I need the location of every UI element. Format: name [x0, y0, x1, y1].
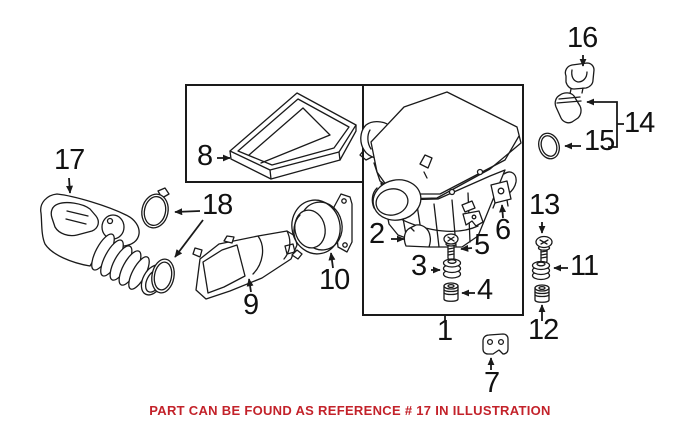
part-label-7: 7 — [484, 367, 500, 399]
part-4-rubber-bushing — [443, 282, 459, 302]
part-label-13: 13 — [529, 189, 560, 221]
part-12-rubber-bushing — [534, 284, 550, 303]
part-6-bracket — [490, 171, 517, 209]
part-label-16: 16 — [567, 22, 598, 54]
part-16-sensor — [554, 62, 595, 124]
part-5-screw — [443, 233, 459, 261]
part-label-15: 15 — [584, 125, 615, 157]
part-label-4: 4 — [477, 274, 493, 306]
part-10-intake-boot — [291, 193, 353, 260]
part-8-filter-element — [229, 92, 357, 180]
part-17-intake-duct — [40, 193, 166, 296]
part-label-1: 1 — [437, 315, 453, 347]
part-label-11: 11 — [570, 250, 599, 282]
part-label-8: 8 — [197, 140, 213, 172]
part-label-10: 10 — [319, 264, 350, 296]
part-13-screw — [535, 235, 553, 264]
part-label-3: 3 — [411, 250, 427, 282]
part-label-2: 2 — [369, 218, 385, 250]
reference-caption: PART CAN BE FOUND AS REFERENCE # 17 IN I… — [149, 403, 551, 418]
callout-arrows — [66, 55, 624, 370]
part-11-rubber-mount — [531, 260, 551, 281]
part-2-rubber-cap — [403, 224, 432, 248]
part-18-clamps — [141, 187, 175, 294]
part-label-5: 5 — [474, 229, 490, 261]
part-15-o-ring — [538, 132, 560, 160]
part-label-12: 12 — [528, 314, 559, 346]
part-label-6: 6 — [495, 214, 511, 246]
part-7-holder-plate — [482, 333, 509, 355]
part-label-17: 17 — [54, 144, 85, 176]
part-3-rubber-mount — [442, 258, 462, 279]
part-label-18: 18 — [202, 189, 233, 221]
part-label-9: 9 — [243, 289, 259, 321]
part-label-14: 14 — [624, 107, 655, 139]
